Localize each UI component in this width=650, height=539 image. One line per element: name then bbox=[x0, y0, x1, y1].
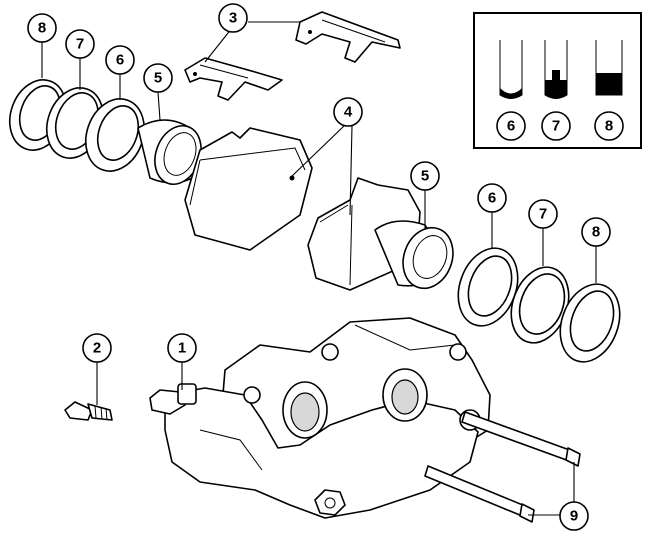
callout-label: 1 bbox=[178, 340, 186, 357]
seal-profile-8 bbox=[595, 40, 623, 96]
callout-label: 2 bbox=[93, 340, 101, 357]
callout-label: 7 bbox=[539, 206, 547, 223]
callout-label: 4 bbox=[344, 104, 353, 121]
callout-2: 2 bbox=[82, 333, 112, 363]
callout-8-right: 8 bbox=[581, 217, 611, 247]
piston-right bbox=[374, 220, 454, 290]
inset-label: 8 bbox=[605, 118, 613, 135]
bleed-screw bbox=[64, 401, 113, 421]
seal-profile-6 bbox=[499, 40, 523, 99]
callout-5-left: 5 bbox=[143, 63, 173, 93]
callout-1: 1 bbox=[167, 333, 197, 363]
callout-label: 5 bbox=[154, 70, 162, 87]
seal-ring-7-right bbox=[510, 266, 570, 344]
callout-label: 3 bbox=[229, 10, 237, 27]
callout-8-top: 8 bbox=[27, 13, 57, 43]
callout-7-top: 7 bbox=[65, 29, 95, 59]
inset-label-6: 6 bbox=[496, 111, 526, 141]
callout-6-right: 6 bbox=[477, 183, 507, 213]
brake-pad-left bbox=[184, 127, 313, 251]
callout-label: 6 bbox=[488, 190, 496, 207]
pad-retaining-pins bbox=[424, 411, 581, 523]
seal-ring-6-right bbox=[457, 247, 519, 327]
callout-label: 8 bbox=[592, 224, 600, 241]
seal-ring-8-right bbox=[559, 283, 621, 363]
callout-label: 6 bbox=[116, 52, 124, 69]
callout-3: 3 bbox=[218, 3, 248, 33]
callout-7-right: 7 bbox=[528, 199, 558, 229]
callout-5-right: 5 bbox=[410, 161, 440, 191]
leader-lines bbox=[41, 21, 597, 516]
anti-rattle-spring-left bbox=[184, 57, 283, 101]
inset-label-7: 7 bbox=[541, 111, 571, 141]
callout-6-top: 6 bbox=[105, 45, 135, 75]
inset-label-8: 8 bbox=[594, 111, 624, 141]
caliper-body bbox=[149, 317, 491, 519]
callout-9: 9 bbox=[559, 501, 589, 531]
callout-4: 4 bbox=[333, 97, 363, 127]
callout-label: 9 bbox=[570, 508, 578, 525]
seal-profile-7 bbox=[544, 40, 568, 99]
callout-label: 5 bbox=[421, 168, 429, 185]
piston-left bbox=[137, 119, 203, 185]
seal-ring-6-left bbox=[85, 98, 145, 172]
inset-label: 6 bbox=[507, 118, 515, 135]
callout-label: 8 bbox=[38, 20, 46, 37]
callout-label: 7 bbox=[76, 36, 84, 53]
anti-rattle-spring-right bbox=[295, 11, 401, 63]
inset-label: 7 bbox=[552, 118, 560, 135]
